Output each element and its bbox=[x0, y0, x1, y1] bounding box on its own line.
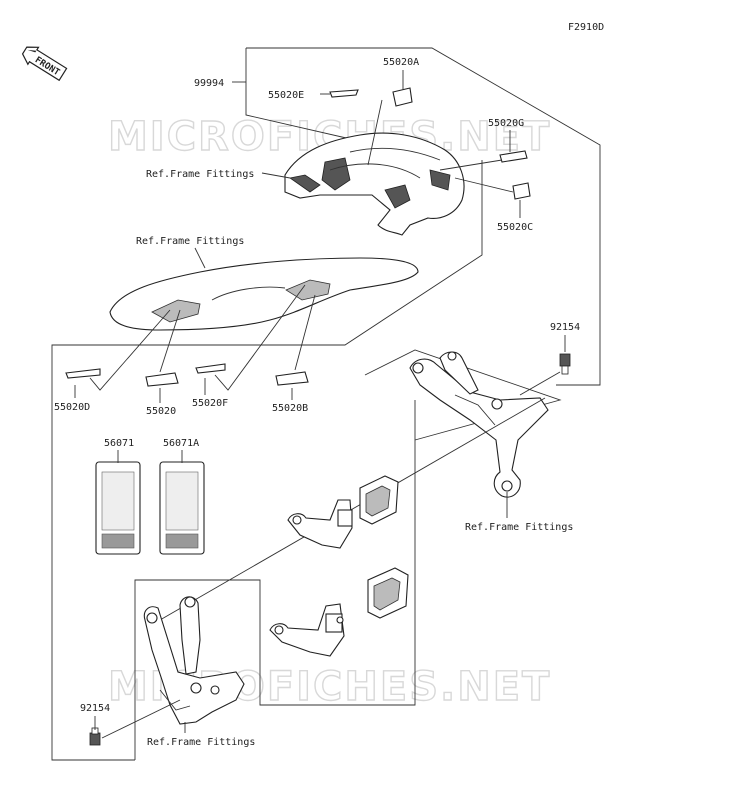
ref-rear-cowl-label: Ref.Frame Fittings bbox=[146, 169, 254, 180]
leader-ref-rear-cowl bbox=[261, 172, 291, 179]
leader-55020C-to-part bbox=[454, 177, 514, 193]
leader-55020F-to-seat bbox=[214, 284, 306, 391]
label-55020F: 55020F bbox=[192, 398, 228, 409]
leader-55020G-to-part bbox=[439, 159, 503, 171]
label-55020: 55020 bbox=[146, 406, 176, 417]
mid-slider-part bbox=[359, 475, 399, 525]
label-99994: 99994 bbox=[194, 78, 224, 89]
right-bracket-part bbox=[409, 351, 549, 498]
ref-seat-label: Ref.Frame Fittings bbox=[136, 236, 244, 247]
leader-55020A-to-part bbox=[367, 99, 383, 166]
mid-plate-part bbox=[287, 499, 353, 549]
group-outline-upper bbox=[246, 47, 601, 386]
figure-id: F2910D bbox=[568, 22, 604, 33]
label-92154-bottom: 92154 bbox=[80, 703, 110, 714]
rear-cowl-part bbox=[284, 132, 465, 236]
label-55020A: 55020A bbox=[383, 57, 419, 68]
label-56071: 56071 bbox=[104, 438, 134, 449]
label-55020B: 55020B bbox=[272, 403, 308, 414]
lower-plate-part bbox=[269, 603, 345, 657]
decal-55020E bbox=[329, 89, 359, 98]
decal-55020 bbox=[145, 372, 179, 387]
decal-55020C bbox=[512, 182, 531, 200]
bolt-axis-bottom bbox=[101, 699, 181, 739]
bolt-92154-top bbox=[559, 353, 571, 375]
sticker-56071 bbox=[95, 461, 141, 555]
seat-part bbox=[109, 257, 419, 331]
decal-55020B bbox=[275, 371, 309, 386]
lower-slider-part bbox=[367, 567, 409, 619]
leader-55020B-to-seat bbox=[294, 294, 316, 371]
label-55020G: 55020G bbox=[488, 118, 524, 129]
bolt-92154-bottom bbox=[89, 727, 101, 746]
left-bracket-part bbox=[143, 596, 245, 725]
leader-55020-to-seat bbox=[159, 309, 181, 373]
front-arrow-icon: FRONT bbox=[21, 46, 68, 82]
bolt-axis-top bbox=[519, 371, 561, 396]
label-55020C: 55020C bbox=[497, 222, 533, 233]
decal-55020D bbox=[65, 368, 101, 379]
label-92154-top: 92154 bbox=[550, 322, 580, 333]
sticker-56071A bbox=[159, 461, 205, 555]
label-55020D: 55020D bbox=[54, 402, 90, 413]
ref-right-bracket-label: Ref.Frame Fittings bbox=[465, 522, 573, 533]
ref-left-bracket-label: Ref.Frame Fittings bbox=[147, 737, 255, 748]
seat-group-outline bbox=[51, 160, 483, 761]
decal-55020F bbox=[195, 363, 226, 374]
leader-ref-seat bbox=[194, 247, 206, 269]
lower-box-outline bbox=[134, 400, 416, 760]
leader-55020D-to-seat bbox=[89, 309, 171, 391]
assembly-axis-line bbox=[159, 397, 546, 621]
label-56071A: 56071A bbox=[163, 438, 199, 449]
decal-55020A bbox=[392, 87, 413, 107]
label-55020E: 55020E bbox=[268, 90, 304, 101]
group-outline-upper-left bbox=[245, 48, 356, 141]
